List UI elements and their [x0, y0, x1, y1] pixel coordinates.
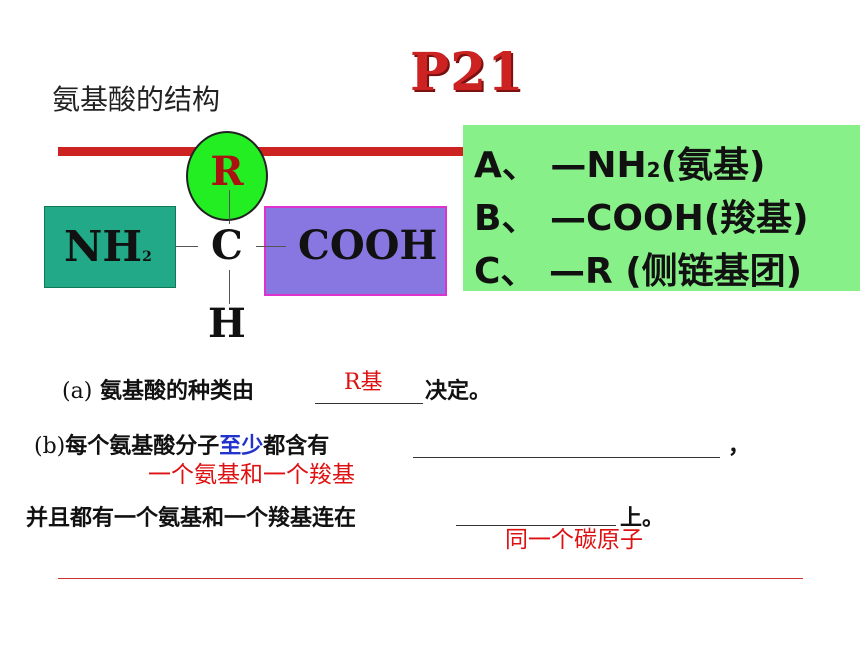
bond-r-inner [229, 190, 230, 220]
group-legend-box [463, 125, 860, 291]
slide-heading: 氨基酸的结构 [52, 83, 221, 116]
bond-left [176, 246, 198, 247]
carbon-label: C [211, 222, 243, 269]
question-c: 并且都有一个氨基和一个羧基连在 [26, 506, 357, 531]
answer-b: 一个氨基和一个羧基 [148, 462, 355, 488]
answer-blank-c [456, 525, 616, 526]
amino-group-label: NH2 [64, 222, 152, 271]
answer-c: 同一个碳原子 [505, 527, 643, 553]
question-a: (a) 氨基酸的种类由 [62, 379, 254, 404]
highlight-at-least: 至少 [219, 434, 264, 459]
r-group-circle [186, 131, 268, 221]
carboxyl-group-box [264, 206, 447, 296]
amino-group-box [44, 206, 176, 288]
page-title: P21 [410, 42, 525, 103]
answer-blank-b [413, 457, 720, 458]
question-a-end: 决定。 [425, 379, 492, 404]
carboxyl-group-label: COOH [298, 222, 438, 269]
bond-bottom [229, 270, 230, 304]
answer-blank-a [315, 403, 423, 404]
question-c-end: 上。 [620, 506, 665, 531]
hydrogen-label: H [208, 300, 246, 347]
bond-right [256, 246, 286, 247]
legend-item-carboxyl: B、 —COOH(羧基) [474, 198, 809, 239]
question-b-comma: ， [728, 434, 751, 459]
legend-item-amino: A、 —NH2(氨基) [474, 145, 766, 186]
r-group-label: R [210, 148, 244, 195]
question-b: (b)每个氨基酸分子至少都含有 [34, 434, 330, 459]
red-bar [58, 147, 488, 156]
bottom-divider [58, 578, 803, 579]
answer-a: R基 [344, 370, 383, 395]
legend-item-r: C、 —R (侧链基团) [474, 251, 803, 292]
